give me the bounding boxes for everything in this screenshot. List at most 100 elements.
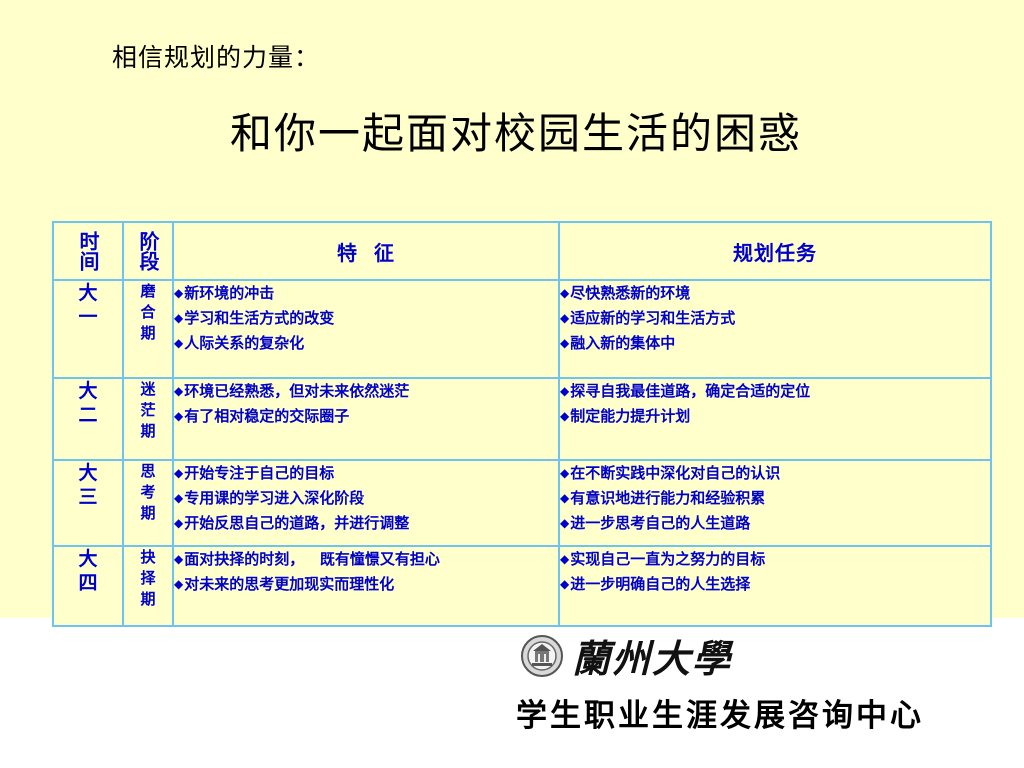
feature-item: ◆学习和生活方式的改变	[174, 306, 558, 331]
stage-char: 期	[140, 422, 156, 440]
task-item: ◆探寻自我最佳道路，确定合适的定位	[560, 379, 990, 404]
diamond-bullet-icon: ◆	[174, 552, 184, 566]
university-seal-icon	[521, 634, 563, 677]
item-text: 尽快熟悉新的环境	[570, 284, 691, 302]
diamond-bullet-icon: ◆	[560, 552, 570, 566]
feature-item: ◆专用课的学习进入深化阶段	[174, 486, 558, 511]
task-item: ◆制定能力提升计划	[560, 404, 990, 429]
feature-item: ◆对未来的思考更加现实而理性化	[174, 572, 558, 597]
year-cell: 大二	[52, 377, 124, 461]
diamond-bullet-icon: ◆	[174, 336, 184, 350]
task-item: ◆实现自己一直为之努力的目标	[560, 547, 990, 572]
task-item: ◆适应新的学习和生活方式	[560, 306, 990, 331]
item-text: 制定能力提升计划	[570, 407, 691, 425]
year-char: 一	[78, 306, 98, 328]
task-item: ◆融入新的集体中	[560, 331, 990, 356]
feature-item: ◆面对抉择的时刻， 既有憧憬又有担心	[174, 547, 558, 572]
item-text: 学习和生活方式的改变	[184, 309, 335, 327]
tasks-cell: ◆实现自己一直为之努力的目标◆进一步明确自己的人生选择	[558, 545, 992, 627]
stage-cell: 迷茫期	[122, 377, 174, 461]
diamond-bullet-icon: ◆	[174, 466, 184, 480]
stage-cell: 磨合期	[122, 279, 174, 379]
diamond-bullet-icon: ◆	[560, 286, 570, 300]
item-text: 探寻自我最佳道路，确定合适的定位	[570, 382, 811, 400]
year-cell: 大三	[52, 459, 124, 547]
header-stage: 阶段	[122, 221, 174, 281]
diamond-bullet-icon: ◆	[174, 311, 184, 325]
diamond-bullet-icon: ◆	[174, 577, 184, 591]
bottom-band	[0, 618, 1024, 768]
table-row: 大四抉择期◆面对抉择的时刻， 既有憧憬又有担心◆对未来的思考更加现实而理性化◆实…	[52, 545, 992, 627]
header-features: 特 征	[172, 221, 560, 281]
stage-char: 择	[140, 569, 156, 587]
diamond-bullet-icon: ◆	[560, 516, 570, 530]
header-tasks: 规划任务	[558, 221, 992, 281]
item-text: 面对抉择的时刻， 既有憧憬又有担心	[184, 550, 440, 568]
diamond-bullet-icon: ◆	[174, 491, 184, 505]
features-cell: ◆新环境的冲击◆学习和生活方式的改变◆人际关系的复杂化	[172, 279, 560, 379]
stage-char: 合	[140, 303, 156, 321]
features-cell: ◆开始专注于自己的目标◆专用课的学习进入深化阶段◆开始反思自己的道路，并进行调整	[172, 459, 560, 547]
diamond-bullet-icon: ◆	[174, 516, 184, 530]
task-item: ◆进一步思考自己的人生道路	[560, 511, 990, 536]
year-cell: 大四	[52, 545, 124, 627]
feature-item: ◆开始反思自己的道路，并进行调整	[174, 511, 558, 536]
table-row: 大一磨合期◆新环境的冲击◆学习和生活方式的改变◆人际关系的复杂化◆尽快熟悉新的环…	[52, 279, 992, 379]
career-plan-table: 时间 阶段 特 征 规划任务 大一磨合期◆新环境的冲击◆学习和生活方式的改变◆人…	[52, 221, 992, 627]
table-row: 大二迷茫期◆环境已经熟悉，但对未来依然迷茫◆有了相对稳定的交际圈子◆探寻自我最佳…	[52, 377, 992, 461]
stage-char: 期	[140, 324, 156, 342]
subtitle: 相信规划的力量：	[112, 43, 321, 72]
table-row: 大三思考期◆开始专注于自己的目标◆专用课的学习进入深化阶段◆开始反思自己的道路，…	[52, 459, 992, 547]
item-text: 适应新的学习和生活方式	[570, 309, 736, 327]
task-item: ◆尽快熟悉新的环境	[560, 281, 990, 306]
tasks-cell: ◆探寻自我最佳道路，确定合适的定位◆制定能力提升计划	[558, 377, 992, 461]
diamond-bullet-icon: ◆	[560, 336, 570, 350]
stage-char: 考	[140, 483, 156, 501]
features-cell: ◆面对抉择的时刻， 既有憧憬又有担心◆对未来的思考更加现实而理性化	[172, 545, 560, 627]
stage-char: 茫	[140, 401, 156, 419]
year-char: 二	[78, 404, 98, 426]
stage-char: 抉	[140, 548, 156, 566]
item-text: 开始反思自己的道路，并进行调整	[184, 514, 410, 532]
diamond-bullet-icon: ◆	[560, 466, 570, 480]
feature-item: ◆新环境的冲击	[174, 281, 558, 306]
stage-char: 期	[140, 504, 156, 522]
diamond-bullet-icon: ◆	[174, 409, 184, 423]
diamond-bullet-icon: ◆	[174, 384, 184, 398]
item-text: 有了相对稳定的交际圈子	[184, 407, 350, 425]
university-logo-text: 蘭州大學	[572, 636, 733, 681]
diamond-bullet-icon: ◆	[560, 409, 570, 423]
year-char: 四	[78, 572, 98, 594]
diamond-bullet-icon: ◆	[560, 491, 570, 505]
item-text: 环境已经熟悉，但对未来依然迷茫	[184, 382, 410, 400]
feature-item: ◆开始专注于自己的目标	[174, 461, 558, 486]
table-header-row: 时间 阶段 特 征 规划任务	[52, 221, 992, 281]
feature-item: ◆人际关系的复杂化	[174, 331, 558, 356]
year-cell: 大一	[52, 279, 124, 379]
stage-char: 思	[140, 462, 156, 480]
item-text: 融入新的集体中	[570, 334, 676, 352]
item-text: 在不断实践中深化对自己的认识	[570, 464, 781, 482]
item-text: 进一步明确自己的人生选择	[570, 575, 751, 593]
task-item: ◆有意识地进行能力和经验积累	[560, 486, 990, 511]
stage-char: 磨	[140, 282, 156, 300]
stage-char: 期	[140, 590, 156, 608]
year-char: 大	[78, 380, 98, 402]
task-item: ◆在不断实践中深化对自己的认识	[560, 461, 990, 486]
year-char: 大	[78, 462, 98, 484]
header-time: 时间	[52, 221, 124, 281]
tasks-cell: ◆尽快熟悉新的环境◆适应新的学习和生活方式◆融入新的集体中	[558, 279, 992, 379]
center-name: 学生职业生涯发展咨询中心	[516, 698, 924, 734]
item-text: 人际关系的复杂化	[184, 334, 305, 352]
diamond-bullet-icon: ◆	[560, 577, 570, 591]
task-item: ◆进一步明确自己的人生选择	[560, 572, 990, 597]
slide-title: 和你一起面对校园生活的困惑	[230, 109, 803, 158]
feature-item: ◆环境已经熟悉，但对未来依然迷茫	[174, 379, 558, 404]
features-cell: ◆环境已经熟悉，但对未来依然迷茫◆有了相对稳定的交际圈子	[172, 377, 560, 461]
year-char: 大	[78, 282, 98, 304]
year-char: 三	[78, 486, 98, 508]
diamond-bullet-icon: ◆	[174, 286, 184, 300]
item-text: 有意识地进行能力和经验积累	[570, 489, 766, 507]
item-text: 专用课的学习进入深化阶段	[184, 489, 365, 507]
diamond-bullet-icon: ◆	[560, 311, 570, 325]
